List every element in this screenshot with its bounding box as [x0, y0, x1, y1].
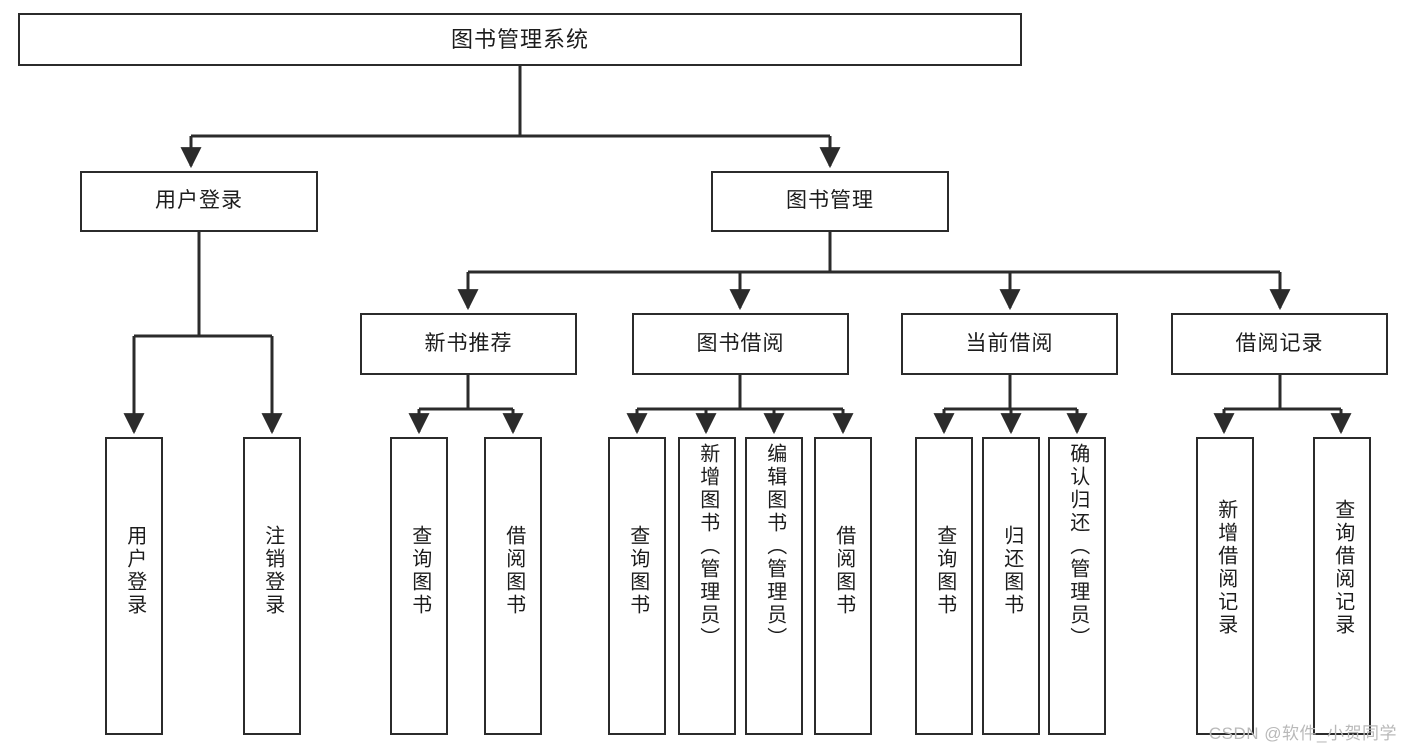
- leaf-recommend-borrow-book[interactable]: 借阅图书: [484, 437, 542, 735]
- node-label: 归还图书: [1000, 525, 1023, 617]
- node-label: 新书推荐: [424, 331, 513, 355]
- node-user-login[interactable]: 用户登录: [80, 171, 318, 232]
- leaf-borrow-add-book-admin[interactable]: 新增图书（管理员）: [678, 437, 736, 735]
- node-current-borrow[interactable]: 当前借阅: [901, 313, 1118, 375]
- node-label: 图书借阅: [696, 331, 785, 355]
- node-label: 图书管理: [786, 189, 874, 213]
- node-label: 查询图书: [933, 525, 956, 617]
- node-book-management[interactable]: 图书管理: [711, 171, 949, 232]
- node-label: 新增图书（管理员）: [696, 443, 719, 650]
- node-book-borrow[interactable]: 图书借阅: [632, 313, 849, 375]
- leaf-borrow-query-book[interactable]: 查询图书: [608, 437, 666, 735]
- leaf-record-query-borrow-record[interactable]: 查询借阅记录: [1313, 437, 1371, 735]
- node-label: 借阅图书: [832, 525, 855, 617]
- node-label: 查询图书: [408, 525, 431, 617]
- leaf-user-logout[interactable]: 注销登录: [243, 437, 301, 735]
- node-label: 借阅记录: [1235, 331, 1324, 355]
- leaf-borrow-edit-book-admin[interactable]: 编辑图书（管理员）: [745, 437, 803, 735]
- node-new-book-recommend[interactable]: 新书推荐: [360, 313, 577, 375]
- leaf-current-confirm-return-admin[interactable]: 确认归还（管理员）: [1048, 437, 1106, 735]
- node-label: 注销登录: [261, 525, 284, 617]
- node-label: 查询借阅记录: [1331, 499, 1354, 637]
- node-label: 当前借阅: [965, 331, 1054, 355]
- leaf-borrow-borrow-book[interactable]: 借阅图书: [814, 437, 872, 735]
- node-label: 新增借阅记录: [1214, 499, 1237, 637]
- node-label: 编辑图书（管理员）: [763, 443, 786, 650]
- leaf-user-login[interactable]: 用户登录: [105, 437, 163, 735]
- leaf-current-query-book[interactable]: 查询图书: [915, 437, 973, 735]
- node-label: 用户登录: [155, 189, 243, 213]
- node-borrow-record[interactable]: 借阅记录: [1171, 313, 1388, 375]
- leaf-current-return-book[interactable]: 归还图书: [982, 437, 1040, 735]
- leaf-record-add-borrow-record[interactable]: 新增借阅记录: [1196, 437, 1254, 735]
- node-label: 查询图书: [626, 525, 649, 617]
- node-root-system[interactable]: 图书管理系统: [18, 13, 1022, 66]
- node-label: 用户登录: [123, 525, 146, 617]
- node-label: 图书管理系统: [450, 26, 589, 52]
- node-label: 借阅图书: [502, 525, 525, 617]
- leaf-recommend-query-book[interactable]: 查询图书: [390, 437, 448, 735]
- node-label: 确认归还（管理员）: [1066, 443, 1089, 650]
